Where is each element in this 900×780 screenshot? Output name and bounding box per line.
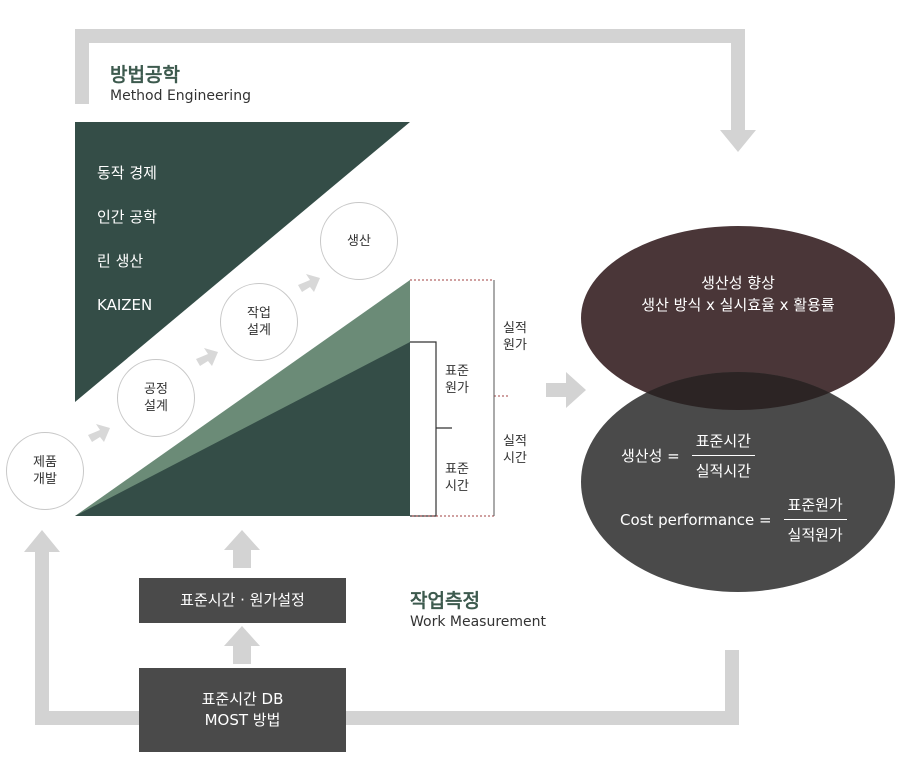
actual-cost-label: 실적 원가 <box>503 321 527 353</box>
step-production: 생산 <box>320 202 398 280</box>
bottom-right-line <box>346 650 739 725</box>
standard-setting-box: 표준시간 · 원가설정 <box>139 578 346 623</box>
dark-green-triangle <box>75 342 410 516</box>
standard-time-db-box: 표준시간 DB MOST 방법 <box>139 668 346 752</box>
work-measurement-subtitle: Work Measurement <box>410 614 547 630</box>
to-productivity-arrow <box>546 372 586 408</box>
method-item: 인간 공학 <box>97 208 157 226</box>
step-arrow-1 <box>88 424 110 442</box>
productivity-title: 생산성 향상 <box>701 274 775 292</box>
work-measurement-title: 작업측정 <box>410 590 480 612</box>
bottom-left-arrow <box>35 548 140 725</box>
method-engineering-title: 방법공학 <box>110 64 180 86</box>
method-item: 린 생산 <box>97 252 144 270</box>
method-triangle <box>75 122 410 402</box>
method-items: 동작 경제 인간 공학 린 생산 KAIZEN <box>97 140 157 338</box>
productivity-equation: 생산성 = 표준시간 실적시간 <box>621 430 755 481</box>
step-work-design: 작업 설계 <box>220 283 298 361</box>
eq1-numerator: 표준시간 <box>691 430 755 456</box>
eq2-fraction: 표준원가 실적원가 <box>783 494 847 545</box>
standard-time-label: 표준 시간 <box>445 462 469 494</box>
eq2-denominator: 실적원가 <box>787 526 843 544</box>
up-arrow-2 <box>224 626 260 664</box>
bottom-left-arrowhead <box>24 530 60 552</box>
step-arrow-2 <box>196 348 218 366</box>
actual-time-label: 실적 시간 <box>503 434 527 466</box>
method-engineering-subtitle: Method Engineering <box>110 88 251 104</box>
up-arrow-1 <box>224 530 260 568</box>
top-feedback-arrowhead <box>720 130 756 152</box>
bracket-standard <box>410 341 452 517</box>
step-arrow-3 <box>298 274 320 292</box>
top-feedback-arrow <box>75 29 745 132</box>
method-item: 동작 경제 <box>97 164 157 182</box>
eq2-lhs: Cost performance = <box>620 510 772 529</box>
cost-performance-equation: Cost performance = 표준원가 실적원가 <box>620 494 847 545</box>
productivity-formula: 생산 방식 x 실시효율 x 활용률 <box>641 296 835 314</box>
method-item: KAIZEN <box>97 296 153 314</box>
standard-cost-label: 표준 원가 <box>445 364 469 396</box>
eq2-numerator: 표준원가 <box>783 494 847 520</box>
productivity-ellipse <box>581 226 895 410</box>
step-product-development: 제품 개발 <box>6 432 84 510</box>
step-process-design: 공정 설계 <box>117 359 195 437</box>
eq1-denominator: 실적시간 <box>695 462 751 480</box>
formula-ellipse <box>581 372 895 592</box>
eq1-lhs: 생산성 = <box>621 447 680 465</box>
eq1-fraction: 표준시간 실적시간 <box>691 430 755 481</box>
